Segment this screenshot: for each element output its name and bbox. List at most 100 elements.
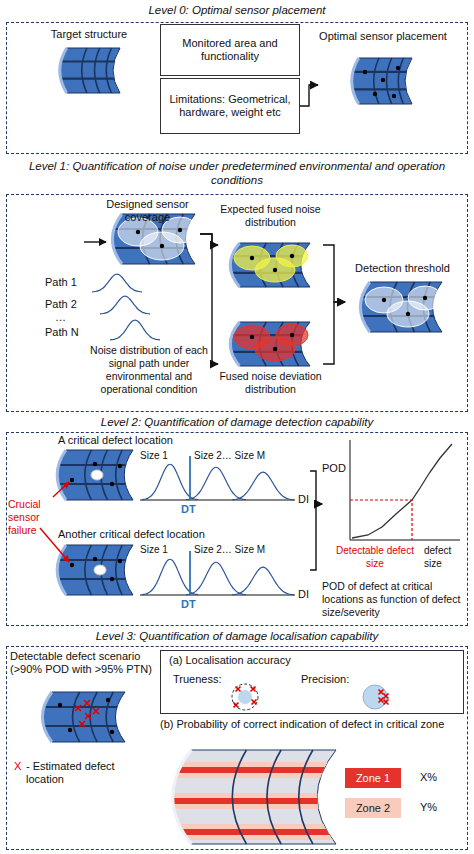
frame-line xyxy=(116,450,123,500)
location-estimate-mark xyxy=(84,700,90,706)
sensor-dot xyxy=(93,462,97,466)
distribution-curve xyxy=(92,274,142,292)
location-estimate-mark xyxy=(234,703,239,708)
process-box: Limitations: Geometrical, hardware, weig… xyxy=(160,78,300,134)
panel-heading: Level 3: Quantification of damage locali… xyxy=(6,628,468,643)
level-panel: Level 0: Optimal sensor placementTarget … xyxy=(6,2,468,154)
sensor-dot xyxy=(118,559,122,563)
sensor-dot xyxy=(70,563,74,567)
axis-line xyxy=(350,540,460,541)
coverage-area xyxy=(276,245,308,267)
text-label: - Estimated defect location xyxy=(26,760,154,786)
sensor-dot xyxy=(136,230,140,234)
sensor-dot xyxy=(273,268,277,272)
sensor-dot xyxy=(363,70,367,74)
illustration-group: Detection threshold xyxy=(345,262,460,342)
text-label: Size 1 xyxy=(140,449,184,462)
edge-highlight xyxy=(60,48,67,93)
illustration-group: Detectable defect scenario (>90% POD wit… xyxy=(10,650,155,746)
connector-arrow xyxy=(310,504,322,570)
distribution-curve xyxy=(110,320,160,340)
location-estimate-mark xyxy=(384,694,389,699)
axis-line xyxy=(140,595,295,596)
text-label: Path 1 xyxy=(45,276,89,289)
accuracy-target xyxy=(232,684,258,710)
connector-arrow xyxy=(300,85,318,106)
connector-arrow xyxy=(323,302,345,364)
sensor-dot xyxy=(382,298,386,302)
text-label: Size 2… Size M xyxy=(194,449,290,462)
location-estimate-mark xyxy=(236,687,241,692)
pod-guide-line xyxy=(350,500,412,540)
text-label: X% xyxy=(420,771,454,784)
frame-line xyxy=(299,750,313,844)
sensor-dot xyxy=(406,312,410,316)
location-estimate-mark xyxy=(379,690,384,695)
sensor-dot xyxy=(70,478,74,482)
location-estimate-mark xyxy=(384,700,389,705)
sensor-dot xyxy=(290,254,294,258)
text-label: … xyxy=(55,311,85,324)
text-label: defect size xyxy=(424,544,466,570)
text-label: Path N xyxy=(45,326,89,339)
node-text: Another critical defect location xyxy=(58,528,238,541)
node-text: Detection threshold xyxy=(345,262,460,275)
zone-band xyxy=(160,793,340,809)
location-estimate-mark xyxy=(93,708,99,714)
zone-band xyxy=(160,829,340,835)
text-label: Path 2 xyxy=(45,298,89,311)
text-label: Noise distribution of each signal path u… xyxy=(90,344,208,396)
node-text: Target structure xyxy=(34,28,144,41)
panel-heading: Level 1: Quantification of noise under p… xyxy=(6,158,468,187)
axis-line xyxy=(350,440,351,540)
stringer-line xyxy=(59,464,126,466)
sensor-dot xyxy=(273,347,277,351)
zone-band xyxy=(160,762,340,778)
text-label: POD of defect at critical locations as f… xyxy=(322,580,466,619)
location-estimate-mark xyxy=(252,700,257,705)
threshold-line xyxy=(189,551,191,595)
stringer-line xyxy=(61,77,114,79)
text-label: DI xyxy=(298,588,312,601)
node-text: Designed sensor coverage xyxy=(95,198,200,224)
node-text: Optimal sensor placement xyxy=(318,30,448,43)
sensor-dot xyxy=(250,335,254,339)
frame-line xyxy=(387,58,392,104)
sensor-dot xyxy=(110,577,114,581)
illustration-group: Target structure xyxy=(34,28,144,98)
sensor-dot xyxy=(373,92,377,96)
illustration-group: Optimal sensor placement xyxy=(318,30,448,140)
location-estimate-mark xyxy=(79,721,85,727)
sensor-dot xyxy=(160,244,164,248)
structure-body xyxy=(230,243,310,287)
node-text: Expected fused noise distribution xyxy=(218,203,323,229)
pod-curve xyxy=(352,444,452,538)
distribution-curve xyxy=(100,296,150,314)
node-text: Precision: xyxy=(301,673,381,686)
illustration-group: (b) Probability of correct indication of… xyxy=(160,718,464,848)
frame-line xyxy=(116,545,123,595)
sensor-dot xyxy=(423,296,427,300)
frame-line xyxy=(73,692,80,742)
sensor-dot xyxy=(93,557,97,561)
accuracy-target xyxy=(238,690,252,704)
sensor-dot xyxy=(290,333,294,337)
sensor-dot xyxy=(58,703,62,707)
structure-body xyxy=(42,692,125,742)
sensor-dot xyxy=(110,482,114,486)
structure-body xyxy=(57,450,133,500)
distribution-curve xyxy=(186,562,246,595)
structure-body xyxy=(60,48,120,93)
drawn-g xyxy=(160,762,340,840)
location-estimate-mark xyxy=(251,687,256,692)
text-label: X xyxy=(14,760,25,773)
panel-heading: Level 2: Quantification of damage detect… xyxy=(6,414,468,429)
stringer-line xyxy=(353,88,406,90)
text-label: Size 1 xyxy=(140,543,184,556)
illustration-group: Another critical defect location xyxy=(48,528,310,612)
distribution-curve xyxy=(232,567,294,595)
frame-line xyxy=(90,692,97,742)
text-label: DI xyxy=(298,493,312,506)
location-estimate-mark xyxy=(85,713,91,719)
frame-line xyxy=(82,48,87,93)
